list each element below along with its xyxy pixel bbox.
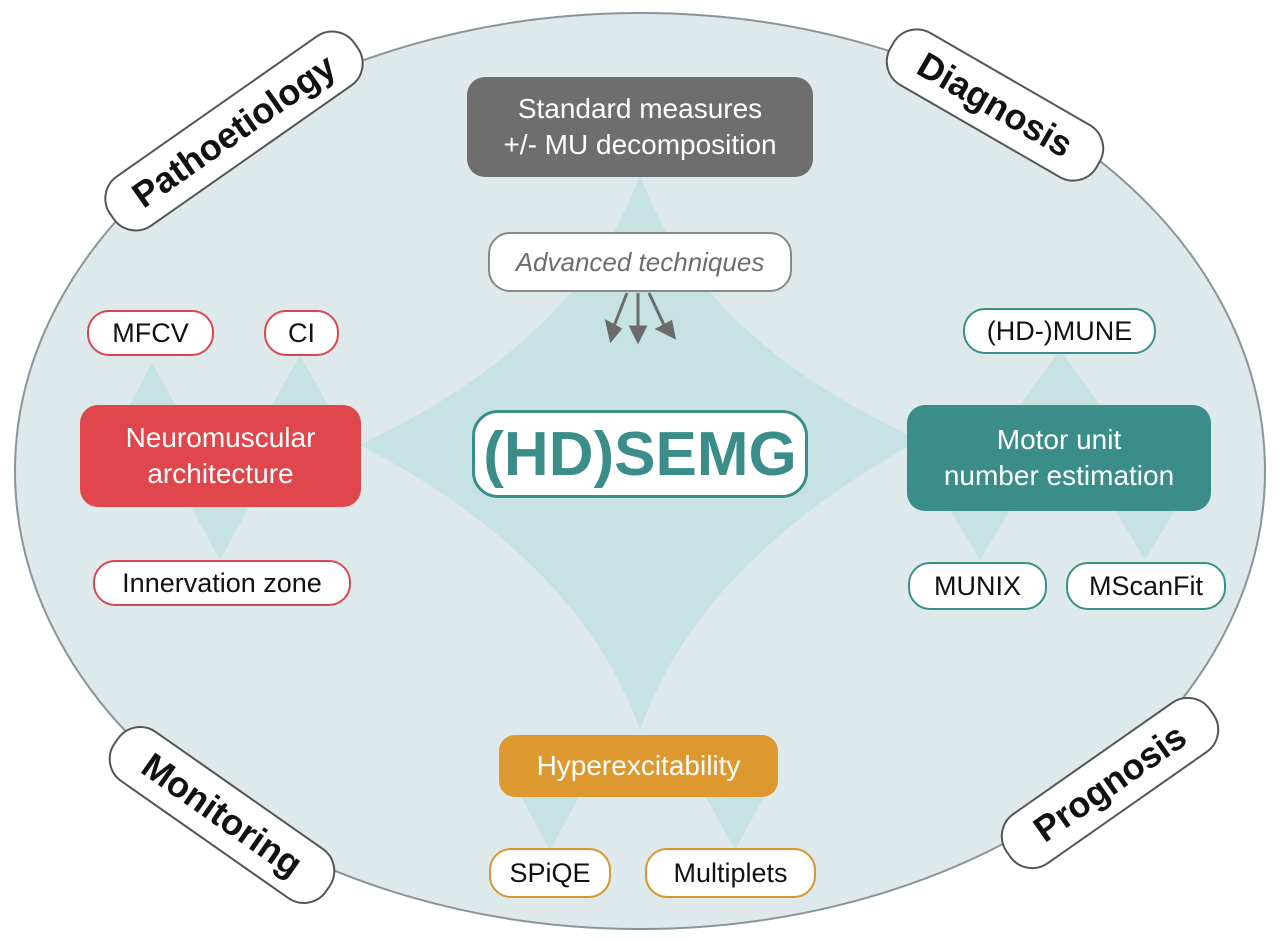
neuromuscular-architecture-box: Neuromuscular architecture — [80, 405, 361, 507]
hyperexcitability-box: Hyperexcitability — [499, 735, 778, 797]
motor-unit-number-estimation-box: Motor unit number estimation — [907, 405, 1211, 511]
spiqe-pill: SPiQE — [489, 848, 611, 898]
standard-measures-line1: Standard measures — [517, 93, 763, 124]
connector-innervation — [190, 505, 250, 560]
arrow-right-icon — [654, 319, 677, 340]
connector-mscanfit — [1115, 510, 1175, 560]
arrow-icons — [604, 292, 677, 345]
standard-measures-line2: +/- MU decomposition — [503, 129, 777, 160]
motor-unit-line2: number estimation — [943, 460, 1175, 491]
motor-unit-line1: Motor unit — [996, 424, 1122, 455]
connector-ci — [272, 355, 328, 405]
mscanfit-pill: MScanFit — [1066, 562, 1226, 610]
advanced-techniques-pill: Advanced techniques — [488, 232, 792, 292]
connector-mune — [1020, 350, 1100, 405]
standard-measures-box: Standard measures +/- MU decomposition — [467, 77, 813, 177]
neuromuscular-line2: architecture — [147, 458, 294, 489]
hd-mune-pill: (HD-)MUNE — [963, 308, 1156, 354]
connector-multiplets — [705, 795, 765, 850]
innervation-zone-pill: Innervation zone — [93, 560, 351, 606]
mfcv-pill: MFCV — [87, 310, 214, 356]
connector-munix — [950, 510, 1010, 560]
arrow-left-icon — [604, 319, 623, 344]
hdsemg-core-box: (HD)SEMG — [472, 410, 808, 498]
connector-mfcv — [130, 362, 175, 405]
munix-pill: MUNIX — [908, 562, 1047, 610]
ci-pill: CI — [264, 310, 339, 356]
neuromuscular-line1: Neuromuscular — [125, 422, 316, 453]
connector-spiqe — [520, 795, 580, 850]
arrow-down-icon — [628, 325, 648, 345]
multiplets-pill: Multiplets — [645, 848, 816, 898]
